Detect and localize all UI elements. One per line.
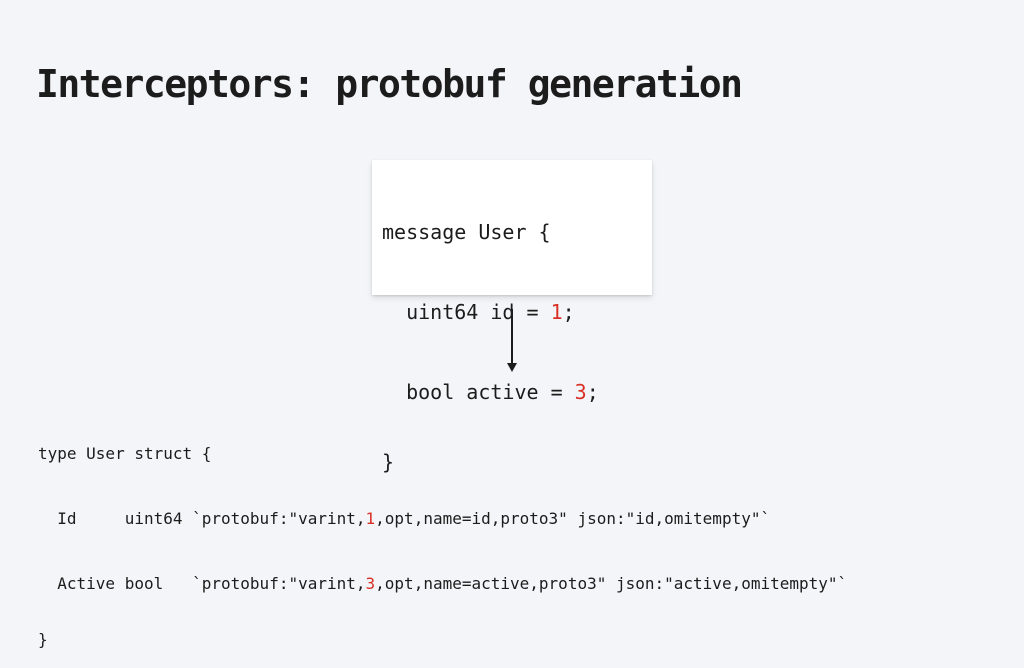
protobuf-code-block: message User { uint64 id = 1; bool activ… [382, 168, 599, 522]
go-field-active: Active bool `protobuf:"varint,3,opt,name… [38, 570, 847, 597]
go-closing-brace: } [38, 631, 847, 649]
go-field-id: Id uint64 `protobuf:"varint,1,opt,name=i… [38, 505, 847, 532]
proto-field-active-text: bool active = [382, 380, 575, 404]
proto-line-text: message User { [382, 220, 551, 244]
proto-closing-brace-text: } [382, 450, 395, 474]
go-field-active-tag-rest: ,opt,name=active,proto3" json:"active,om… [375, 574, 848, 593]
proto-field-active-number: 3 [574, 380, 587, 404]
proto-field-id: uint64 id = 1; [382, 296, 599, 328]
proto-message-declaration: message User { [382, 216, 599, 248]
slide-title: Interceptors: protobuf generation [36, 62, 743, 106]
proto-field-id-semicolon: ; [562, 300, 575, 324]
down-arrow-icon [507, 309, 517, 372]
protobuf-message-card: message User { uint64 id = 1; bool activ… [372, 160, 652, 474]
go-struct-declaration-text: type User struct { [38, 444, 212, 463]
go-field-active-text: Active bool `protobuf:"varint, [38, 574, 366, 593]
go-field-id-tag-rest: ,opt,name=id,proto3" json:"id,omitempty"… [375, 509, 771, 528]
go-field-active-number: 3 [365, 574, 376, 593]
proto-field-id-number: 1 [550, 300, 563, 324]
proto-closing-brace: } [382, 450, 599, 474]
proto-field-active: bool active = 3; [382, 376, 599, 408]
go-struct-declaration: type User struct { [38, 440, 847, 467]
go-field-id-number: 1 [365, 509, 376, 528]
proto-field-active-semicolon: ; [586, 380, 599, 404]
go-struct-code-block: type User struct { Id uint64 `protobuf:"… [38, 402, 847, 668]
go-field-id-text: Id uint64 `protobuf:"varint, [38, 509, 366, 528]
go-closing-brace-text: } [38, 630, 48, 649]
proto-field-id-text: uint64 id = [382, 300, 551, 324]
